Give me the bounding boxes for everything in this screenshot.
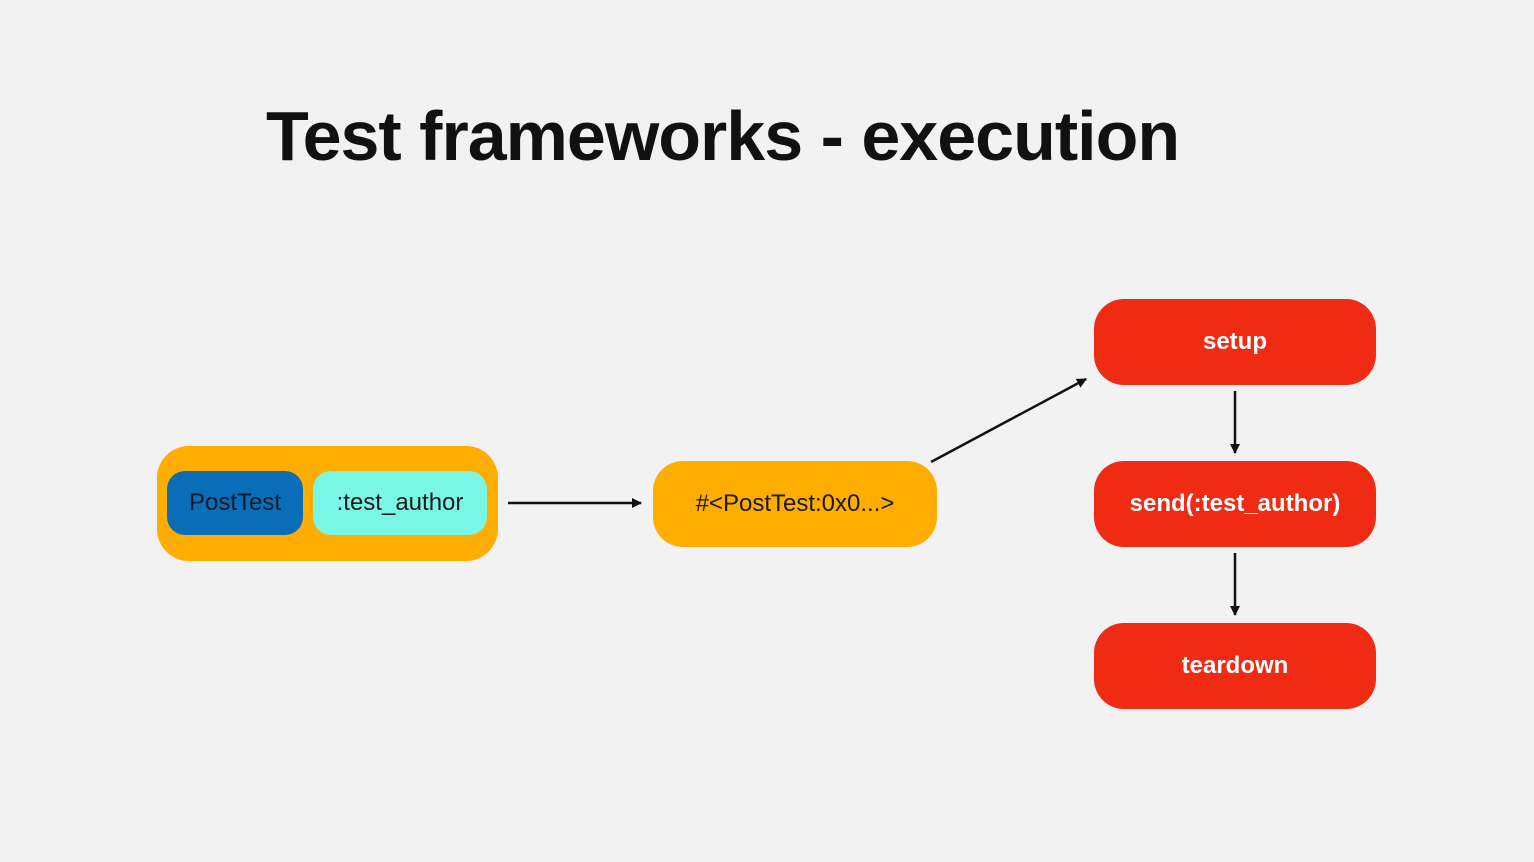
instance-box: #<PostTest:0x0...>: [653, 461, 937, 547]
step-setup: setup: [1094, 299, 1376, 385]
step-teardown: teardown: [1094, 623, 1376, 709]
class-pill: PostTest: [167, 471, 303, 535]
arrow-instance-to-setup: [930, 377, 1087, 464]
method-pill: :test_author: [313, 471, 487, 535]
slide-title: Test frameworks - execution: [266, 97, 1180, 175]
step-send: send(:test_author): [1094, 461, 1376, 547]
